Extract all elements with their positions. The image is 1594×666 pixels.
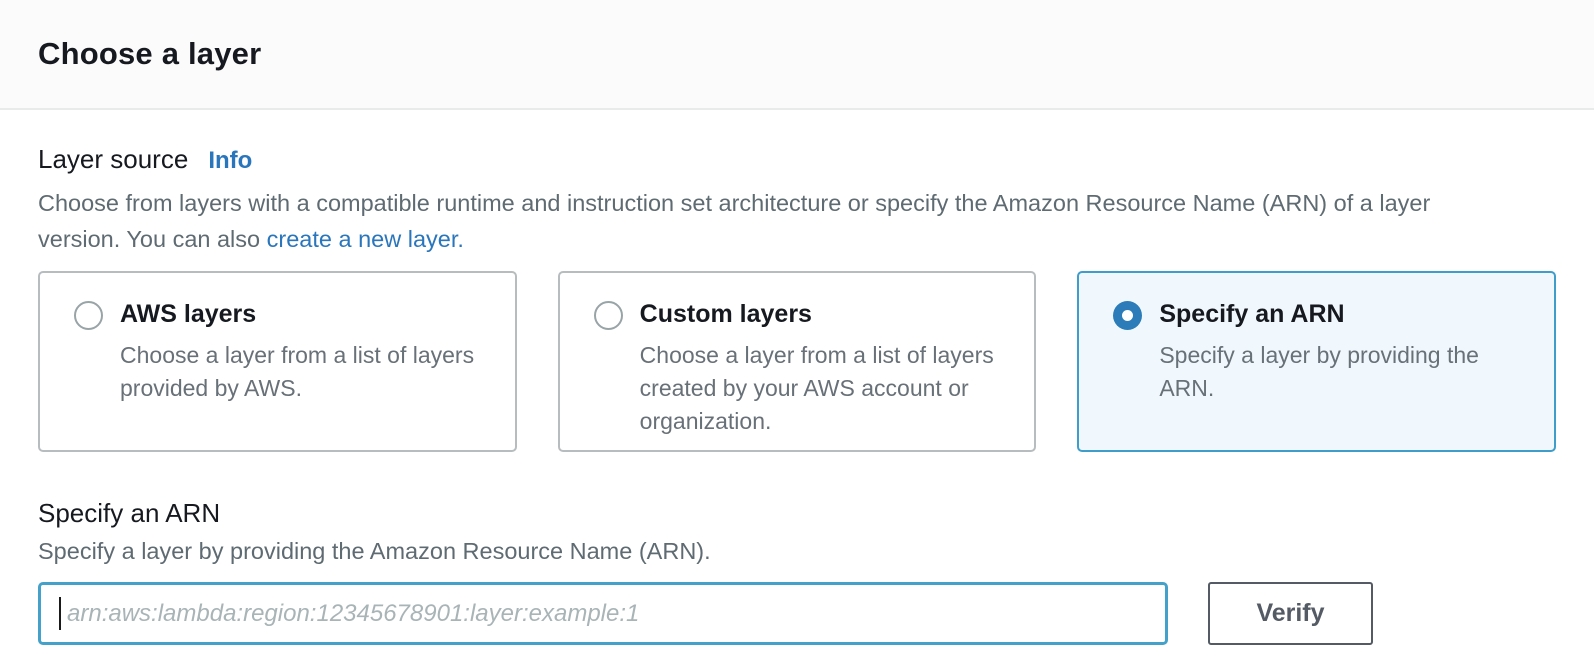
- page-title: Choose a layer: [38, 36, 262, 71]
- text-cursor: [59, 597, 61, 630]
- arn-input-wrapper: [38, 582, 1168, 645]
- verify-button[interactable]: Verify: [1208, 582, 1373, 645]
- layer-source-label: Layer source: [38, 144, 189, 174]
- layer-source-options: AWS layers Choose a layer from a list of…: [38, 271, 1557, 452]
- card-custom-layers[interactable]: Custom layers Choose a layer from a list…: [557, 271, 1037, 452]
- layer-source-description-text: Choose from layers with a compatible run…: [38, 190, 1431, 252]
- card-aws-layers-text: AWS layers Choose a layer from a list of…: [120, 298, 487, 450]
- specify-arn-description: Specify a layer by providing the Amazon …: [38, 538, 711, 564]
- card-description: Specify a layer by providing the ARN.: [1159, 342, 1479, 401]
- panel-body: Layer source Info Choose from layers wit…: [0, 110, 1594, 645]
- specify-arn-heading: Specify an ARN: [38, 498, 221, 528]
- card-description: Choose a layer from a list of layers cre…: [639, 342, 994, 434]
- panel-header: Choose a layer: [0, 0, 1594, 110]
- card-aws-layers[interactable]: AWS layers Choose a layer from a list of…: [38, 271, 517, 452]
- create-new-layer-link[interactable]: create a new layer.: [266, 226, 464, 252]
- card-title: Custom layers: [639, 300, 812, 328]
- radio-specify-arn[interactable]: [1113, 301, 1143, 330]
- arn-input-row: Verify: [38, 582, 1556, 645]
- info-link[interactable]: Info: [208, 147, 253, 174]
- card-specify-arn[interactable]: Specify an ARN Specify a layer by provid…: [1077, 271, 1557, 452]
- choose-a-layer-panel: Choose a layer Layer source Info Choose …: [0, 0, 1594, 645]
- card-title: AWS layers: [120, 300, 257, 328]
- radio-aws-layers[interactable]: [74, 301, 103, 330]
- radio-custom-layers[interactable]: [593, 301, 623, 330]
- card-description: Choose a layer from a list of layers pro…: [120, 342, 475, 401]
- card-custom-layers-text: Custom layers Choose a layer from a list…: [640, 298, 1007, 450]
- card-title: Specify an ARN: [1159, 300, 1345, 328]
- card-specify-arn-text: Specify an ARN Specify a layer by provid…: [1159, 298, 1526, 450]
- layer-source-description: Choose from layers with a compatible run…: [38, 185, 1508, 257]
- layer-source-label-row: Layer source Info: [38, 144, 1556, 175]
- arn-input[interactable]: [38, 582, 1168, 645]
